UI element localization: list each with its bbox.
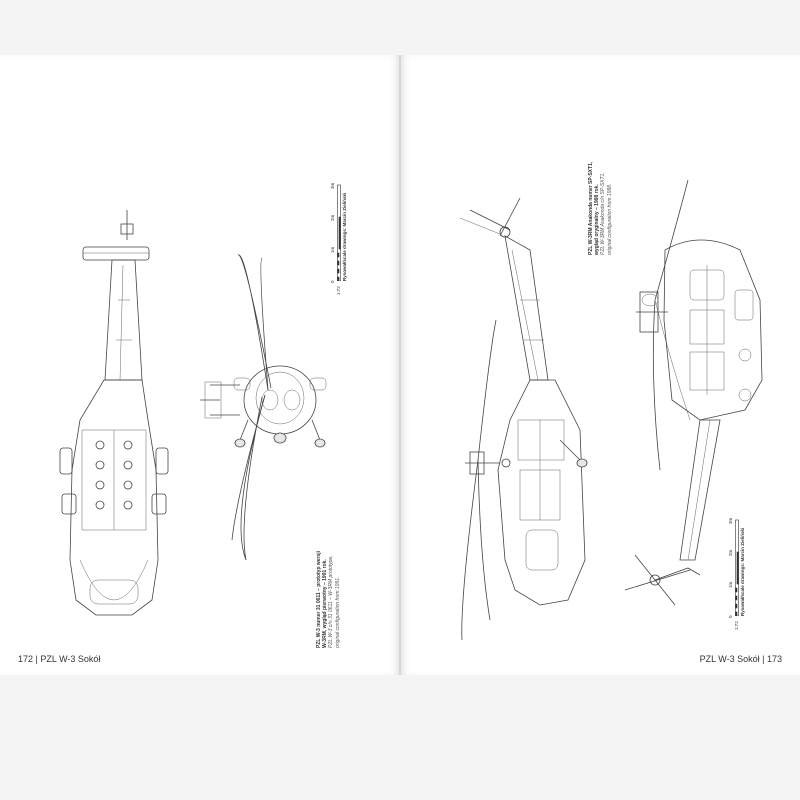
scale-right-zero: 0 <box>728 615 733 618</box>
folio-right-page-number: 173 <box>766 654 782 664</box>
folio-left-page-number: 172 <box>18 654 34 664</box>
scale-left-credit: Rysował/scale drawings: Marcin Zieliński <box>342 192 347 281</box>
right-page <box>401 55 800 675</box>
folio-left-title: PZL W-3 Sokół <box>40 654 101 664</box>
scale-right-credit: Rysował/scale drawings: Marcin Zieliński <box>740 527 745 616</box>
scale-bar-right: 1:72 0 1m 2m 3m Rysował/scale drawings: … <box>728 508 750 630</box>
scale-left-2m: 2m <box>330 214 335 221</box>
scale-right-2m: 2m <box>728 549 733 556</box>
caption-right-line3: PZL W-3RM Anakonda c/n SP-SXT1, <box>600 172 607 255</box>
scale-left-ratio: 1:72 <box>336 286 341 295</box>
scale-left-1m: 1m <box>330 246 335 253</box>
folio-right: PZL W-3 Sokół | 173 <box>700 654 782 664</box>
page-gutter <box>399 55 401 675</box>
folio-left: 172 | PZL W-3 Sokół <box>18 654 100 664</box>
scale-bar-left: 1:72 0 1m 2m 3m Rysował/scale drawings: … <box>330 173 352 295</box>
folio-right-separator: | <box>762 654 765 664</box>
caption-right-line4: original configuration from 1998. <box>606 183 613 255</box>
folio-right-title: PZL W-3 Sokół <box>699 654 760 664</box>
caption-left-line4: original configuration from 1991. <box>334 576 341 648</box>
scale-right-3m: 3m <box>728 517 733 524</box>
scale-left-bar <box>337 184 341 281</box>
scale-left-3m: 3m <box>330 182 335 189</box>
caption-right: PZL W-3RM Anakonda numer SP-SXT1, wygląd… <box>588 162 613 255</box>
left-page <box>0 55 399 675</box>
scale-right-1m: 1m <box>728 581 733 588</box>
folio-left-separator: | <box>35 654 38 664</box>
scale-left-zero: 0 <box>330 280 335 283</box>
scale-right-bar <box>735 519 739 616</box>
scale-right-ratio: 1:72 <box>734 621 739 630</box>
caption-left-line3: PZL W-3 c/n 31 0611 – W-3RM prototype, <box>328 555 335 648</box>
caption-left: PZL W-3 numer 31 0611 – prototyp wersji … <box>316 551 341 648</box>
